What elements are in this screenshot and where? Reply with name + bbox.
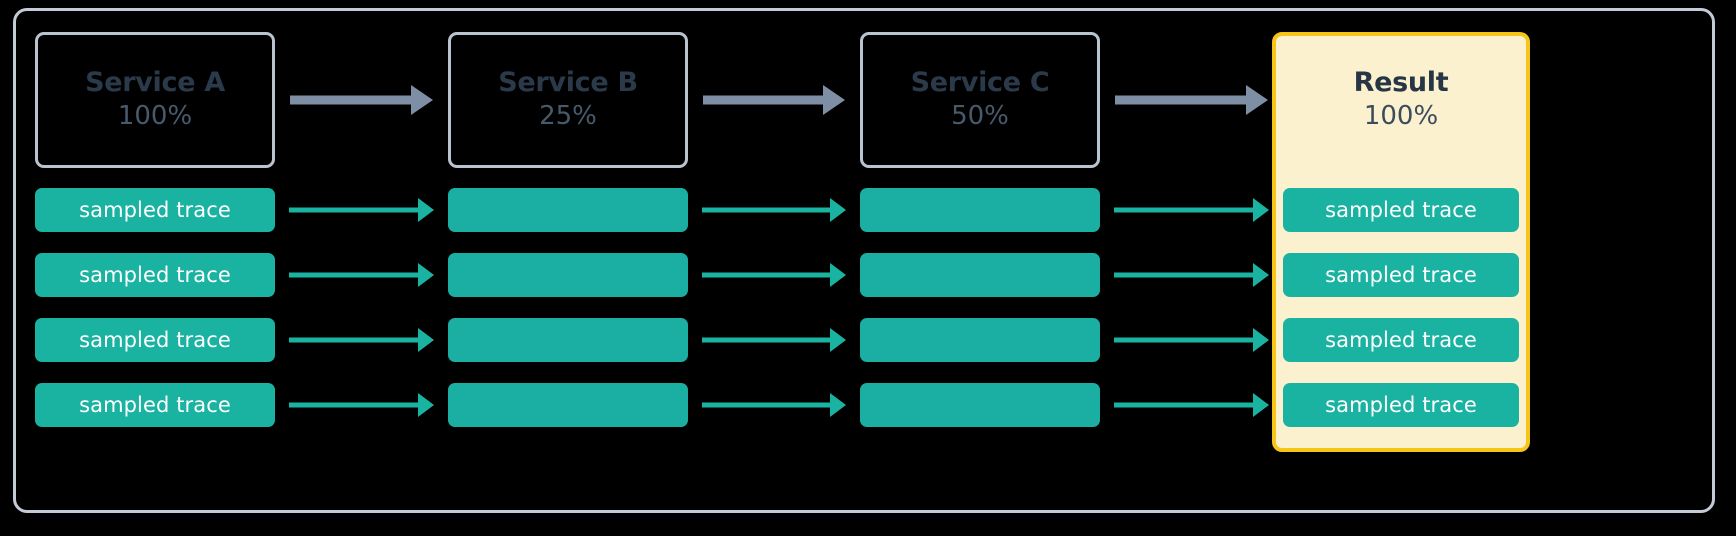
trace-bar-label: sampled trace	[1325, 198, 1477, 222]
trace-arrow-row-4-service-a-to-service-b	[289, 391, 434, 419]
diagram-outer-frame	[13, 8, 1715, 513]
trace-bar-label: sampled trace	[79, 263, 231, 287]
service-arrow-service-a-to-service-b	[290, 83, 433, 117]
service-percent: 25%	[539, 100, 597, 131]
trace-bar-service-b-row-1[interactable]	[448, 188, 688, 232]
trace-arrow-row-2-service-c-to-result	[1114, 261, 1269, 289]
result-panel	[1272, 32, 1530, 452]
trace-bar-label: sampled trace	[79, 198, 231, 222]
service-box-service-c[interactable]: Service C 50%	[860, 32, 1100, 168]
trace-bar-result-row-1[interactable]: sampled trace	[1283, 188, 1519, 232]
trace-arrow-row-3-service-c-to-result	[1114, 326, 1269, 354]
trace-bar-result-row-2[interactable]: sampled trace	[1283, 253, 1519, 297]
trace-arrow-row-4-service-c-to-result	[1114, 391, 1269, 419]
trace-bar-service-c-row-3[interactable]	[860, 318, 1100, 362]
trace-bar-service-b-row-4[interactable]	[448, 383, 688, 427]
service-title: Service B	[498, 67, 638, 99]
service-title: Service C	[910, 67, 1050, 99]
trace-arrow-row-2-service-b-to-service-c	[702, 261, 846, 289]
trace-bar-label: sampled trace	[1325, 328, 1477, 352]
trace-bar-service-c-row-4[interactable]	[860, 383, 1100, 427]
trace-bar-label: sampled trace	[1325, 393, 1477, 417]
trace-bar-label: sampled trace	[1325, 263, 1477, 287]
trace-arrow-row-3-service-b-to-service-c	[702, 326, 846, 354]
trace-bar-service-a-row-2[interactable]: sampled trace	[35, 253, 275, 297]
trace-arrow-row-3-service-a-to-service-b	[289, 326, 434, 354]
trace-bar-label: sampled trace	[79, 328, 231, 352]
trace-bar-service-b-row-2[interactable]	[448, 253, 688, 297]
trace-bar-label: sampled trace	[79, 393, 231, 417]
service-box-service-a[interactable]: Service A 100%	[35, 32, 275, 168]
trace-bar-service-b-row-3[interactable]	[448, 318, 688, 362]
service-arrow-service-b-to-service-c	[703, 83, 845, 117]
service-arrow-service-c-to-result	[1115, 83, 1268, 117]
service-percent: 50%	[951, 100, 1009, 131]
trace-bar-result-row-4[interactable]: sampled trace	[1283, 383, 1519, 427]
trace-bar-service-c-row-1[interactable]	[860, 188, 1100, 232]
trace-arrow-row-4-service-b-to-service-c	[702, 391, 846, 419]
trace-bar-service-c-row-2[interactable]	[860, 253, 1100, 297]
service-box-service-b[interactable]: Service B 25%	[448, 32, 688, 168]
service-percent: 100%	[117, 100, 193, 131]
service-title: Service A	[85, 67, 225, 99]
trace-arrow-row-2-service-a-to-service-b	[289, 261, 434, 289]
trace-bar-service-a-row-1[interactable]: sampled trace	[35, 188, 275, 232]
trace-bar-service-a-row-4[interactable]: sampled trace	[35, 383, 275, 427]
trace-bar-result-row-3[interactable]: sampled trace	[1283, 318, 1519, 362]
trace-arrow-row-1-service-b-to-service-c	[702, 196, 846, 224]
trace-arrow-row-1-service-c-to-result	[1114, 196, 1269, 224]
trace-bar-service-a-row-3[interactable]: sampled trace	[35, 318, 275, 362]
trace-arrow-row-1-service-a-to-service-b	[289, 196, 434, 224]
